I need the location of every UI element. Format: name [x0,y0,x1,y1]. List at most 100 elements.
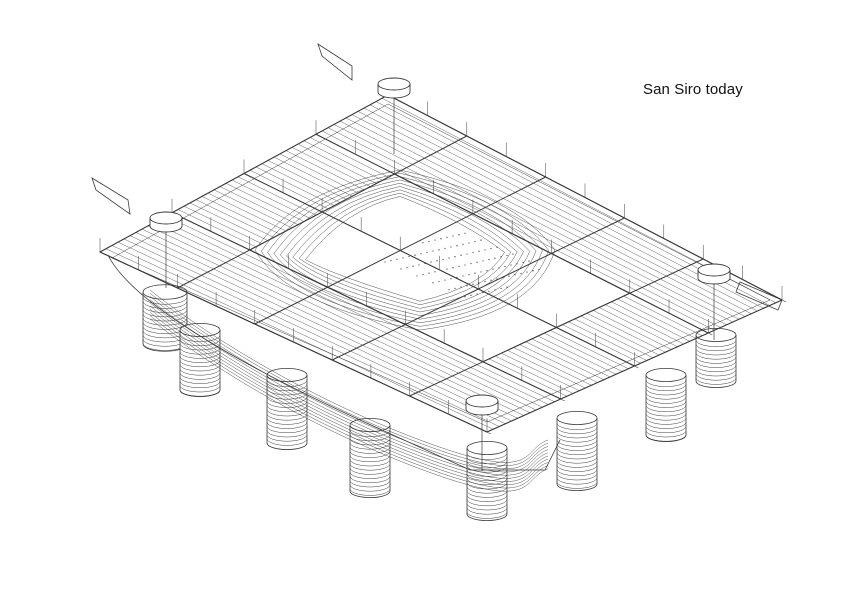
roof-panel-hatch [419,161,498,201]
roof-panel-hatch [501,353,579,391]
roof-panel-hatch [363,345,441,382]
stand-ring [287,187,524,313]
cap-top [150,212,182,224]
tower-ramp-line [267,418,307,425]
roof-panel-hatch [606,227,685,268]
pitch-dot [494,289,496,291]
roof-panel-hatch [338,357,415,393]
roof-panel-hatch [660,279,739,319]
roof-panel-hatch [370,105,449,146]
roof-panel-hatch [292,147,370,186]
pitch-dot [422,242,424,244]
roof-panel-hatch [593,310,671,349]
pitch-dot [484,281,486,283]
tower-ramp-line [180,390,220,397]
roof-panel-hatch [569,322,647,361]
pitch-dot [504,265,506,268]
roof-panel-hatch [564,248,643,288]
tower-ramp-line [696,357,736,364]
pitch-dot [476,293,478,295]
roof-panel-hatch [491,205,570,245]
roof-panel-hatch [106,249,183,285]
pitch-dot [498,267,500,269]
roof-panel-hatch [538,336,616,374]
pitch-dot [516,263,518,265]
pitch-dot [510,264,512,266]
pitch-dot [482,292,484,294]
pitch-dot [490,247,492,250]
tower-ramp-line [180,348,220,355]
tower-ramp-line [696,369,736,376]
cap-top [466,395,498,407]
roof-panel-hatch [527,186,606,227]
bowl-tier-line [150,290,548,462]
pitch-dot [442,258,444,260]
pitch-dot [512,253,514,255]
pitch-dot [476,261,478,263]
pitch-dot [452,235,454,237]
tower-ramp-line [557,478,597,485]
pitch-dot [434,271,436,273]
roof-panel-hatch [226,263,304,300]
roof-panel-hatch [358,111,437,151]
pitch-dot [478,282,480,284]
tower-ramp-line [557,448,597,455]
pitch-dot [444,279,446,281]
tower-ramp-line [646,397,686,404]
roof-panel-hatch [600,230,679,271]
tower-ramp-line [557,473,597,480]
roof-opening [250,174,630,362]
pitch-dot [438,280,440,283]
tower-ramp-line [557,457,597,464]
spiral-tower-4 [350,418,390,497]
roof-panel-hatch [431,155,510,195]
pitch-dot [506,286,508,288]
tower-ramp-line [350,451,390,458]
stadium-bowl [108,170,560,491]
pitch-dot [484,249,486,251]
pitch-dot [522,261,524,263]
roof-panel-hatch [407,168,486,208]
roof-panel-hatch [310,138,388,178]
pitch-dot [418,264,420,266]
roof-panel-hatch [563,325,641,364]
stand-ring [268,177,543,323]
tower-outline [180,330,220,397]
roof-panel-hatch [256,167,334,206]
roof-panel-hatch [226,183,304,221]
roof-panel-hatch [214,190,292,228]
tower-ramp-line [557,452,597,459]
roof-panel-hatch [376,102,455,143]
roof-panel-hatch [509,195,588,235]
pitch-dot [468,274,470,276]
pitch-dot [506,254,508,257]
pitch-dot [450,278,452,280]
stand-ring [280,183,530,315]
stand-ring [305,196,504,301]
pitch-dot [434,239,436,241]
tower-ramp-line [180,377,220,384]
stand-ring [299,193,511,305]
roof-panel-hatch [387,333,465,370]
tower-ramp-line [646,435,686,442]
pitch-dot [428,272,430,274]
tower-ramp-line [350,485,390,492]
roof-panel-hatch [581,316,659,355]
tower-ramp-line [557,431,597,438]
tower-ramp-line [350,443,390,450]
tower-ramp-line [557,436,597,443]
tower-ramp-line [180,343,220,350]
pitch-dot [406,267,408,269]
tower-ramp-line [467,508,507,515]
tower-ramp-line [696,344,736,351]
roof-panel-hatch [334,124,413,164]
roof-panel-hatch [208,193,286,231]
tower-top [646,368,686,381]
tower-ramp-line [350,464,390,471]
roof-panel-hatch [382,98,461,139]
tower-ramp-line [267,397,307,404]
roof-panel-hatch [587,313,665,352]
spiral-tower-5 [467,441,507,520]
